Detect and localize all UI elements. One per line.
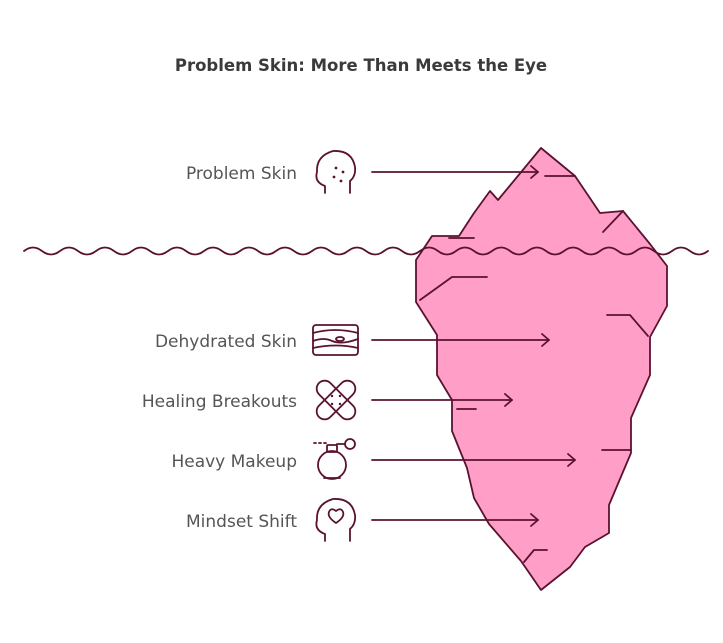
perfume-atomizer-icon [313, 438, 356, 480]
head-heart-icon [315, 498, 357, 542]
item-heavy-makeup: Heavy Makeup [171, 438, 576, 480]
iceberg-facet [606, 314, 649, 337]
pointer-arrowhead [541, 333, 550, 347]
item-mindset-shift: Mindset Shift [186, 498, 539, 542]
item-dehydrated-skin: Dehydrated Skin [155, 324, 550, 356]
iceberg [415, 147, 668, 591]
item-problem-skin: Problem Skin [186, 150, 539, 194]
pointer-arrowhead [567, 453, 576, 467]
pointer-arrowhead [530, 165, 539, 179]
iceberg-facet [602, 210, 624, 233]
item-label: Mindset Shift [186, 512, 297, 532]
pointer-arrowhead [530, 513, 539, 527]
item-healing-breakouts: Healing Breakouts [142, 379, 513, 421]
dry-skin-layers-icon [312, 324, 359, 356]
item-label: Problem Skin [186, 164, 297, 184]
item-label: Healing Breakouts [142, 392, 297, 412]
item-label: Dehydrated Skin [155, 332, 297, 352]
pointer-arrowhead [504, 393, 513, 407]
iceberg-body [415, 147, 668, 591]
page-title: Problem Skin: More Than Meets the Eye [175, 56, 547, 75]
item-label: Heavy Makeup [171, 452, 297, 472]
waterline [23, 246, 709, 256]
crossed-bandages-icon [315, 379, 357, 421]
iceberg-facet [523, 549, 548, 563]
face-acne-icon [315, 150, 357, 194]
iceberg-facet [419, 276, 488, 301]
